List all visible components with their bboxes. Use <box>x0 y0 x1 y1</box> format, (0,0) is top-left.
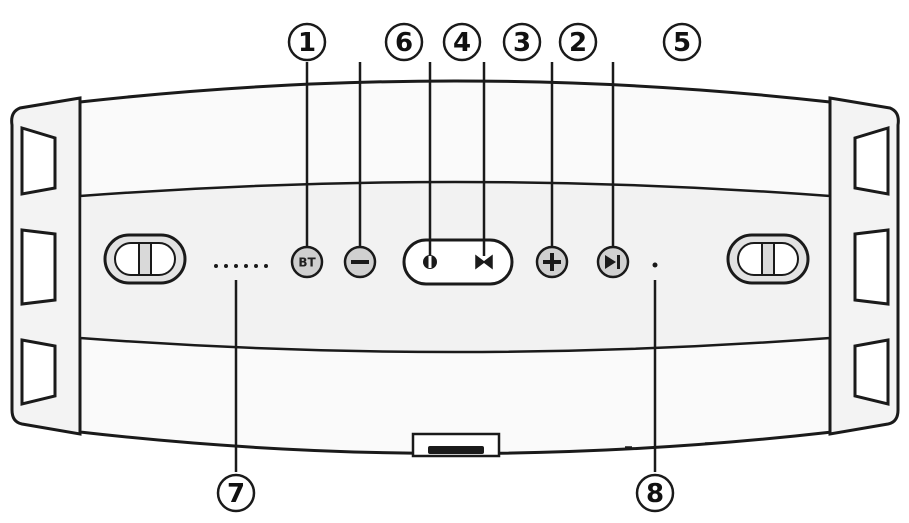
volume-down-button[interactable] <box>343 245 377 279</box>
callout-6: 6 <box>384 22 424 62</box>
callout-8-number: 8 <box>646 479 664 509</box>
callout-2: 2 <box>558 22 598 62</box>
callout-5-number: 5 <box>673 28 691 58</box>
callout-1: 1 <box>287 22 327 62</box>
status-led <box>652 262 658 268</box>
callout-3-number: 3 <box>513 28 531 58</box>
play-pause-button[interactable] <box>596 245 630 279</box>
right-end-cap <box>828 96 900 436</box>
plus-icon-v <box>550 253 554 271</box>
power-mode-pill <box>402 238 514 286</box>
callout-3: 3 <box>502 22 542 62</box>
play-pause-icon <box>605 255 616 269</box>
left-end-cap <box>10 96 82 436</box>
volume-up-button[interactable] <box>535 245 569 279</box>
battery-indicator-dots <box>214 264 268 268</box>
callout-4-number: 4 <box>453 28 471 58</box>
bluetooth-button[interactable]: BT <box>290 245 324 279</box>
power-button[interactable] <box>423 255 437 269</box>
leader-lines <box>234 62 657 472</box>
bottom-port <box>411 432 712 458</box>
bluetooth-button-label: BT <box>298 256 316 270</box>
power-icon <box>428 256 432 268</box>
callout-1-number: 1 <box>298 28 316 58</box>
callout-7-number: 7 <box>227 479 245 509</box>
right-strap-loop <box>726 233 810 285</box>
left-strap-loop <box>103 233 187 285</box>
mode-button[interactable] <box>475 254 493 270</box>
callout-7: 7 <box>216 473 256 513</box>
callout-5: 5 <box>662 22 702 62</box>
callout-8: 8 <box>635 473 675 513</box>
bowtie-icon <box>475 254 493 270</box>
callout-2-number: 2 <box>569 28 587 58</box>
minus-icon <box>351 260 369 264</box>
callout-6-number: 6 <box>395 28 413 58</box>
callout-4: 4 <box>442 22 482 62</box>
